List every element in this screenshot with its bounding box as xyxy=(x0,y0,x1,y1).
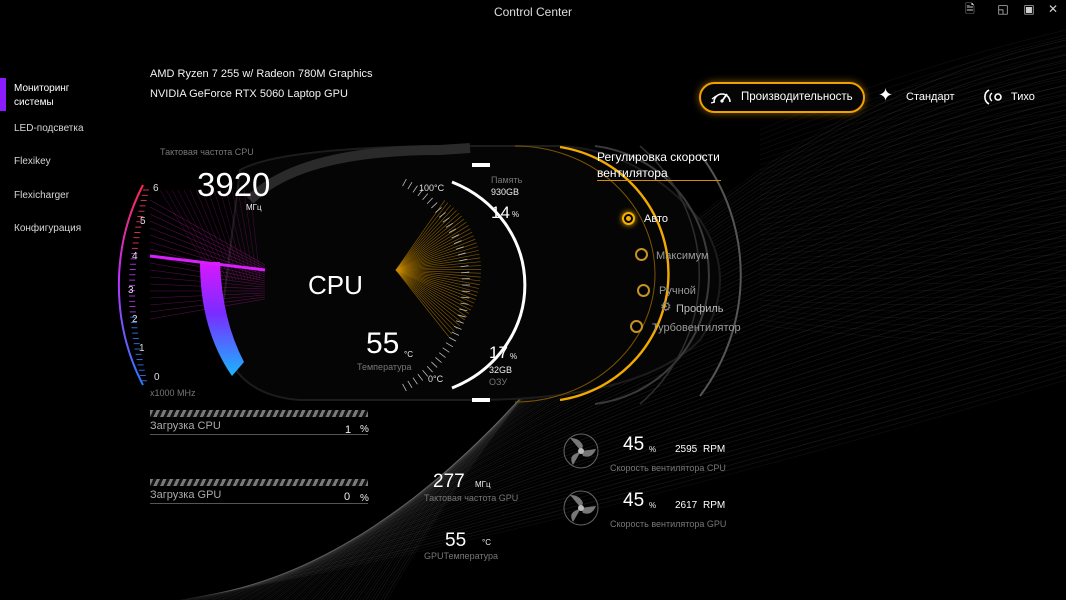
sparkle-icon: ✦ xyxy=(878,85,894,105)
fan-mode-auto-label[interactable]: Авто xyxy=(644,213,668,225)
fan-mode-max-label[interactable]: Максимум xyxy=(656,250,709,262)
mode-quiet-label: Тихо xyxy=(1011,91,1035,103)
memory-size: 930GB xyxy=(491,187,520,197)
ram-label: ОЗУ xyxy=(489,377,508,387)
window-title: Control Center xyxy=(493,5,573,19)
gpu-load-bar xyxy=(150,479,368,486)
mode-performance-label: Производительность xyxy=(741,91,853,103)
gpu-freq-label: Тактовая частота GPU xyxy=(424,493,519,503)
quiet-fan-icon xyxy=(984,89,1002,105)
cpu-center-label: CPU xyxy=(308,270,363,300)
info-icon[interactable]: 🗎 xyxy=(965,2,975,16)
sidebar-item-configuration[interactable]: Конфигурация xyxy=(14,223,82,234)
cpu-fan-label: Скорость вентилятора CPU xyxy=(610,463,726,473)
gpu-load-unit: % xyxy=(360,493,369,504)
cpu-fan-percent: 45 xyxy=(623,434,645,455)
cpu-load-value: 1 xyxy=(345,424,352,436)
speedometer-icon xyxy=(711,93,731,104)
mode-performance-button[interactable]: Производительность xyxy=(699,82,865,113)
scale-tick-2: 2 xyxy=(132,314,138,325)
scale-tick-6: 6 xyxy=(153,183,159,194)
cpu-freq-value: 3920 xyxy=(197,166,271,203)
cpu-model: AMD Ryzen 7 255 w/ Radeon 780M Graphics xyxy=(150,68,373,80)
sidebar-item-flexicharger[interactable]: Flexicharger xyxy=(14,190,70,201)
gpu-fan-icon xyxy=(563,490,599,526)
cpu-load-unit: % xyxy=(360,424,369,435)
scale-tick-1: 1 xyxy=(139,343,145,354)
gear-icon[interactable]: ⚙ xyxy=(660,299,672,314)
scale-tick-5: 5 xyxy=(140,216,146,227)
cpu-temp-label: Температура xyxy=(357,362,412,372)
cpu-load-bar xyxy=(150,410,368,417)
sidebar-item-monitoring[interactable]: Мониторинг системы xyxy=(14,83,70,108)
cpu-load-track xyxy=(150,434,368,435)
temp-min-label: 0°C xyxy=(428,374,444,384)
gpu-load-label: Загрузка GPU xyxy=(150,489,222,501)
ram-percent-unit: % xyxy=(510,352,518,361)
close-icon[interactable]: ✕ xyxy=(1047,2,1059,16)
fan-profile-label[interactable]: Профиль xyxy=(676,303,724,315)
gpu-temp-unit: °C xyxy=(482,538,491,547)
cpu-temp-unit: °C xyxy=(404,350,413,359)
memory-label: Память xyxy=(491,175,523,185)
temp-max-label: 100°C xyxy=(419,183,445,193)
cpu-fan-percent-unit: % xyxy=(649,445,657,454)
scale-tick-3: 3 xyxy=(128,285,134,296)
sidebar-item-led[interactable]: LED-подсветка xyxy=(14,123,84,134)
gpu-fan-percent: 45 xyxy=(623,490,645,511)
gpu-freq-unit: МГц xyxy=(475,480,491,489)
scale-tick-0: 0 xyxy=(154,372,160,383)
sidebar-item-flexikey[interactable]: Flexikey xyxy=(14,156,51,167)
fan-mode-turbo-label[interactable]: Турбовентилятор xyxy=(652,322,741,334)
scale-tick-4: 4 xyxy=(132,251,138,262)
gpu-load-track xyxy=(150,503,368,504)
fan-title-underline xyxy=(597,180,721,181)
memory-percent-unit: % xyxy=(512,210,520,219)
fan-control-title: Регулировка скорости вентилятора xyxy=(597,150,720,180)
mode-quiet-button[interactable]: Тихо xyxy=(983,86,1043,108)
cpu-fan-rpm: 2595 xyxy=(675,444,698,455)
scale-unit-label: x1000 MHz xyxy=(150,388,196,398)
gpu-temp-value: 55 xyxy=(445,530,467,551)
mode-standard-button[interactable]: ✦ Стандарт xyxy=(878,85,960,108)
fan-mode-max-radio[interactable] xyxy=(635,248,648,261)
gpu-temp-label: GPUТемпература xyxy=(424,551,499,561)
gpu-fan-rpm-unit: RPM xyxy=(703,500,726,511)
gpu-model: NVIDIA GeForce RTX 5060 Laptop GPU xyxy=(150,88,348,100)
ram-size: 32GB xyxy=(489,365,513,375)
restore-icon[interactable]: ◱ xyxy=(997,2,1009,16)
sidebar-active-indicator xyxy=(0,78,6,111)
cpu-temp-value: 55 xyxy=(366,327,400,360)
cpu-freq-label: Тактовая частота CPU xyxy=(160,147,254,157)
gpu-fan-label: Скорость вентилятора GPU xyxy=(610,519,727,529)
cpu-load-label: Загрузка CPU xyxy=(150,420,221,432)
minimize-icon[interactable]: ▣ xyxy=(1023,2,1035,16)
fan-mode-auto-radio[interactable] xyxy=(622,212,635,225)
gpu-fan-rpm: 2617 xyxy=(675,500,698,511)
fan-mode-manual-label[interactable]: Ручной xyxy=(659,285,696,297)
cpu-freq-unit: МГц xyxy=(246,203,262,212)
gpu-fan-percent-unit: % xyxy=(649,501,657,510)
ram-percent: 17 xyxy=(489,343,508,362)
memory-percent: 14 xyxy=(491,203,510,222)
gpu-freq-value: 277 xyxy=(433,471,465,492)
fan-mode-manual-radio[interactable] xyxy=(637,284,650,297)
cpu-fan-icon xyxy=(563,433,599,469)
gpu-load-value: 0 xyxy=(344,491,351,503)
cpu-fan-rpm-unit: RPM xyxy=(703,444,726,455)
mode-standard-label: Стандарт xyxy=(906,91,955,103)
fan-mode-turbo-radio[interactable] xyxy=(630,320,643,333)
